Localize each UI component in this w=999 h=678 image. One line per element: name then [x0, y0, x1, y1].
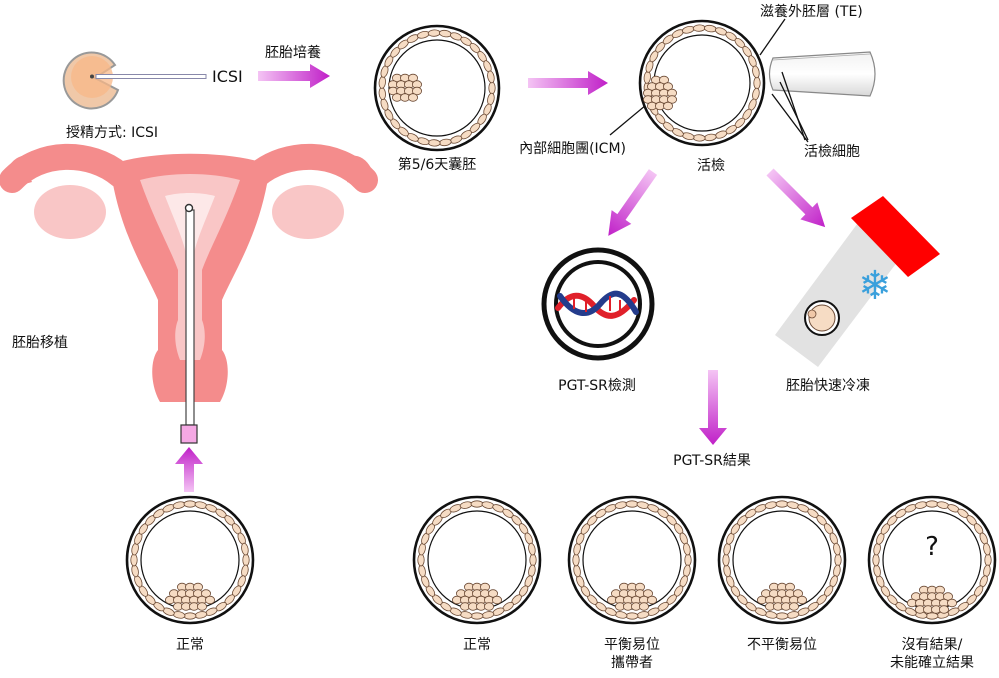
result-unbalanced-embryo [717, 495, 847, 625]
biopsy-embryo [638, 19, 766, 147]
result-unknown-embryo [867, 495, 997, 625]
biopsy-pipette [768, 51, 876, 97]
flow-arrows [175, 64, 826, 492]
blastocyst-label: 第5/6天囊胚 [397, 157, 477, 173]
result-normal-label: 正常 [463, 637, 491, 653]
freeze-label: 胚胎快速冷凍 [786, 378, 870, 394]
freeze-tube [775, 196, 940, 367]
snowflake-icon: ❄ [858, 263, 892, 309]
pgt-result-label: PGT-SR結果 [673, 453, 751, 469]
uterus-illustration [0, 143, 378, 444]
result-unknown-label-1: 沒有結果/ [901, 637, 963, 653]
dna-test-icon [541, 247, 655, 361]
transfer-embryo [125, 495, 255, 625]
result-unbalanced-label: 不平衡易位 [747, 637, 817, 653]
result-normal-embryo [412, 495, 542, 625]
result-carrier-label-2: 攜帶者 [611, 655, 653, 671]
result-unknown-label-2: 未能確立結果 [890, 655, 974, 671]
culture-label: 胚胎培養 [265, 45, 321, 61]
pgt-test-label: PGT-SR檢測 [558, 378, 636, 394]
blastocyst-day5-embryo [373, 24, 501, 152]
icsi-label: ICSI [212, 67, 243, 86]
te-label: 滋養外胚層 (TE) [760, 4, 863, 20]
icsi-egg-illustration [62, 51, 207, 110]
fertilization-method-label: 授精方式: ICSI [65, 125, 159, 141]
biopsy-cells-label: 活檢細胞 [804, 144, 860, 160]
result-carrier-embryo [567, 495, 697, 625]
biopsy-label: 活檢 [697, 158, 725, 174]
result-carrier-label-1: 平衡易位 [604, 637, 660, 653]
icm-label: 內部細胞團(ICM) [519, 141, 626, 157]
unknown-question-mark: ? [925, 532, 939, 562]
embryo-illustrations [125, 19, 997, 625]
transfer-label: 胚胎移植 [12, 335, 68, 351]
normal-transfer-label: 正常 [176, 637, 204, 653]
